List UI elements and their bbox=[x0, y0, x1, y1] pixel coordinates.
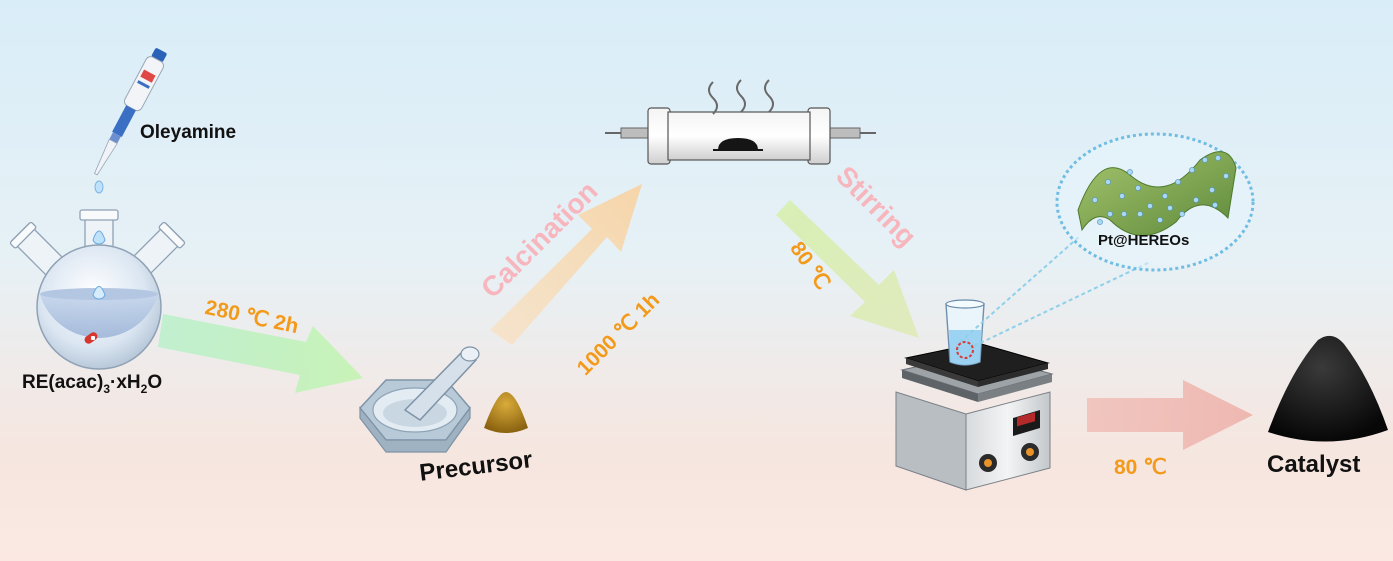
nanoparticle-dot bbox=[1215, 155, 1221, 161]
tube-furnace-icon bbox=[605, 79, 876, 165]
nanoparticle-dot bbox=[1223, 173, 1229, 179]
beaker-icon bbox=[945, 299, 985, 366]
nanosheet-inset-icon bbox=[1055, 132, 1255, 272]
inset-leader-line bbox=[959, 235, 1081, 343]
nanoparticle-dot bbox=[1107, 211, 1113, 217]
nanoparticle-dot bbox=[1137, 211, 1143, 217]
nanoparticle-dot bbox=[1189, 167, 1195, 173]
nanoparticle-dot bbox=[1121, 211, 1127, 217]
nanoparticle-dot bbox=[1097, 219, 1103, 225]
nanoparticle-dot bbox=[1092, 197, 1098, 203]
precursor-powder-icon bbox=[484, 392, 528, 433]
pipette-icon bbox=[94, 48, 167, 194]
inset-label: Pt@HEREOs bbox=[1098, 232, 1190, 249]
nanoparticle-dot bbox=[1202, 157, 1208, 163]
nanoparticle-dot bbox=[1175, 179, 1181, 185]
arrow-step4 bbox=[1087, 380, 1253, 450]
nanoparticle-dot bbox=[1127, 169, 1133, 175]
nanoparticle-dot bbox=[1135, 185, 1141, 191]
reactant-suffix: O bbox=[147, 372, 163, 393]
nanoparticle-dot bbox=[1179, 211, 1185, 217]
nanoparticle-dot bbox=[1193, 197, 1199, 203]
three-neck-flask-icon bbox=[9, 209, 186, 370]
oleyamine-label: Oleyamine bbox=[140, 122, 237, 143]
reactant-mid: ·xH bbox=[110, 372, 141, 393]
nanoparticle-dot bbox=[1119, 193, 1125, 199]
reactant-subscript-2: 2 bbox=[140, 381, 148, 396]
nanoparticle-dot bbox=[1209, 187, 1215, 193]
nanoparticle-dot bbox=[1147, 203, 1153, 209]
arrow-step2 bbox=[490, 184, 642, 345]
arrow-step1 bbox=[158, 314, 363, 393]
reactant-prefix: RE(acac) bbox=[22, 372, 104, 393]
nanoparticle-dot bbox=[1105, 179, 1111, 185]
nanoparticle-dot bbox=[1167, 205, 1173, 211]
reactant-subscript-3: 3 bbox=[103, 381, 111, 396]
nanoparticle-dot bbox=[1162, 193, 1168, 199]
nanoparticle-dot bbox=[1212, 202, 1218, 208]
nanoparticle-dot bbox=[1157, 217, 1163, 223]
mortar-pestle-icon bbox=[359, 346, 480, 453]
catalyst-powder-icon bbox=[1268, 335, 1388, 442]
reactant-label: RE(acac)3·xH2O bbox=[22, 372, 162, 396]
step4-condition: 80 ℃ bbox=[1114, 456, 1167, 479]
arrow-step3 bbox=[776, 200, 919, 338]
inset-leader-line bbox=[973, 261, 1151, 347]
hot-plate-stirrer-icon bbox=[895, 299, 1054, 491]
catalyst-label: Catalyst bbox=[1267, 451, 1361, 478]
